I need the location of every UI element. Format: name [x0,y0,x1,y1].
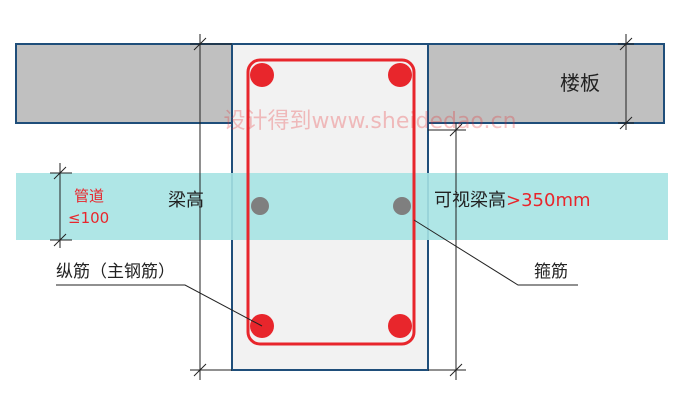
visible-height-label: 可视梁高>350mm [434,190,591,211]
slab-label: 楼板 [560,71,600,95]
pipe-zone-band [16,173,668,240]
visible-height-value: >350mm [506,190,591,211]
stirrup-label: 箍筋 [534,262,568,282]
beam-height-label: 梁高 [168,190,204,211]
stirrup-loop [246,58,416,346]
dimension-lines [50,34,634,380]
leader-lines [56,219,578,327]
rebar-top-right [388,63,412,87]
rebar-mid-right [393,197,411,215]
visible-height-prefix: 可视梁高 [434,190,506,211]
longitudinal-rebar-label: 纵筋（主钢筋） [56,262,175,282]
pipe-label-line2: ≤100 [68,209,109,227]
rebar-mid-left [251,197,269,215]
pipe-label-line1: 管道 [74,187,104,205]
rebar-top-left [250,63,274,87]
watermark-text: 设计得到www.sheidedao.cn [223,109,516,134]
rebar-bottom-right [388,314,412,338]
